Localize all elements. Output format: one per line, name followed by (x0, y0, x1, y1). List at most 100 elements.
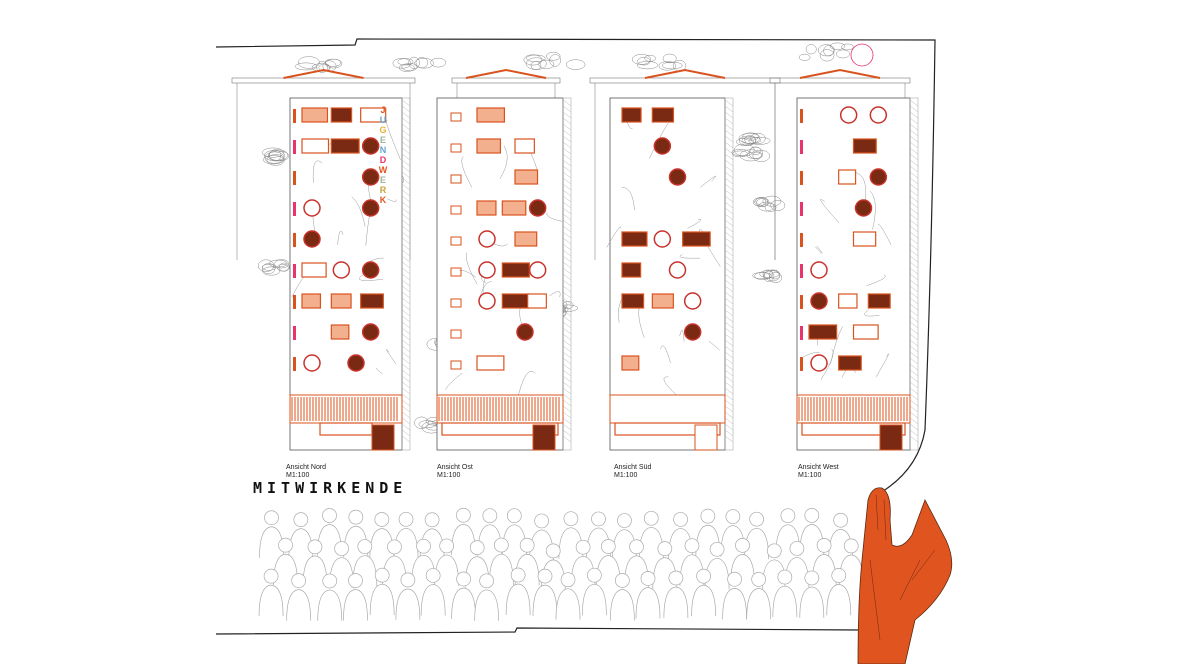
lattice (909, 405, 919, 413)
person-head (348, 509, 364, 525)
lattice (909, 111, 919, 119)
lattice (401, 381, 411, 389)
window (514, 169, 539, 185)
ground-floor (436, 394, 564, 451)
lattice (724, 189, 734, 197)
window (501, 262, 530, 278)
person-head (519, 537, 535, 553)
person-head (600, 539, 616, 554)
window (450, 298, 462, 308)
lattice (401, 345, 411, 353)
lattice (724, 219, 734, 227)
facade-sketch (866, 274, 886, 286)
lattice (909, 267, 919, 275)
lattice (401, 255, 411, 263)
crane-top (644, 68, 726, 79)
lattice (909, 291, 919, 299)
lattice (562, 339, 572, 347)
lattice (724, 99, 734, 107)
lattice (401, 291, 411, 299)
cloud (277, 263, 289, 272)
lattice (724, 249, 734, 257)
lattice (909, 225, 919, 233)
round-window (303, 199, 321, 217)
cloud (764, 203, 777, 212)
person-body (505, 583, 531, 616)
crane-boom (451, 77, 561, 84)
lattice (724, 315, 734, 323)
person-head (493, 537, 509, 553)
lattice (724, 183, 734, 191)
person-head (456, 571, 471, 587)
entrance-frame (441, 422, 559, 436)
lattice (401, 357, 411, 365)
cloud (819, 49, 835, 62)
round-window (361, 261, 380, 279)
logo-letter: E (380, 175, 386, 185)
lattice (562, 345, 572, 353)
lattice (562, 135, 572, 143)
person-head (789, 541, 805, 556)
lattice (909, 243, 919, 251)
person-head (387, 539, 402, 555)
person-body (582, 583, 607, 616)
cloud (274, 259, 289, 269)
ground-floor (609, 394, 726, 451)
lattice (562, 225, 572, 233)
lattice (724, 321, 734, 329)
round-window (361, 137, 380, 155)
window (476, 107, 506, 123)
person-head (416, 538, 431, 554)
person-body (369, 583, 395, 616)
elevation-name: Ansicht West (798, 464, 839, 471)
lattice (562, 171, 572, 179)
lattice (909, 249, 919, 257)
building-elevation-west (796, 97, 919, 451)
elevation-name: Ansicht Ost (437, 464, 473, 471)
cloud (526, 54, 546, 63)
lattice (562, 279, 572, 287)
person-body (451, 523, 476, 556)
person-head (591, 511, 606, 527)
lattice (909, 327, 919, 335)
lattice (401, 99, 411, 107)
person-head (673, 512, 688, 527)
cloud (546, 51, 561, 61)
facade-sketch (459, 269, 477, 278)
window (838, 355, 862, 371)
cloud (401, 63, 418, 72)
lattice (909, 99, 919, 107)
lattice (562, 129, 572, 137)
person-head (334, 541, 349, 556)
lattice (909, 351, 919, 359)
lattice (401, 165, 411, 173)
logo-letter: J (380, 105, 385, 115)
facade-marker (293, 171, 296, 185)
lattice (909, 261, 919, 269)
lattice (909, 153, 919, 161)
window (301, 138, 330, 154)
facade-marker (800, 264, 803, 278)
lattice (724, 405, 734, 413)
lattice (401, 147, 411, 155)
lattice (401, 207, 411, 215)
cloud (805, 44, 817, 55)
cloud (297, 56, 320, 69)
cloud (261, 147, 285, 158)
lattice (562, 435, 572, 443)
lattice (724, 171, 734, 179)
facade-marker (293, 202, 296, 216)
person-body (258, 584, 284, 617)
window (651, 293, 674, 309)
round-window (528, 199, 547, 217)
lattice (909, 381, 919, 389)
lattice (401, 243, 411, 251)
round-window (668, 261, 687, 279)
window (682, 231, 711, 247)
person-head (510, 567, 526, 583)
window (360, 293, 384, 309)
facade-sketch (621, 187, 635, 211)
facade-sketch (864, 309, 880, 317)
person-body (420, 584, 446, 616)
lattice (724, 351, 734, 359)
